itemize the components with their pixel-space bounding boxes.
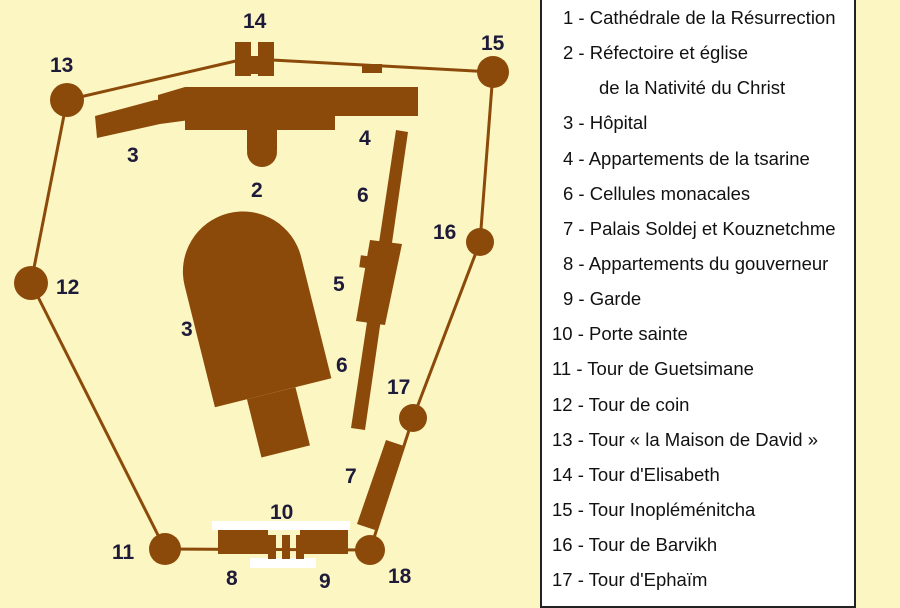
legend-item-15: 15 - Tour Inopléménitcha <box>552 498 756 520</box>
legend-box: 1 - Cathédrale de la Résurrection 2 - Ré… <box>540 0 856 608</box>
small-annex-north <box>362 64 382 73</box>
gate-10-complex <box>212 521 350 568</box>
label-6-bottom: 6 <box>336 354 348 377</box>
tower-12 <box>14 266 48 300</box>
wall-segment-15-16 <box>478 71 495 243</box>
label-18: 18 <box>388 565 412 588</box>
legend-item-12: 12 - Tour de coin <box>552 393 690 415</box>
wall-segment-14-15 <box>271 58 494 74</box>
legend-item-17: 17 - Tour d'Ephaïm <box>552 569 708 591</box>
towers <box>14 56 509 565</box>
label-11: 11 <box>112 541 135 564</box>
wall-segment-12-11 <box>29 282 167 550</box>
label-10: 10 <box>270 501 293 524</box>
tower-16 <box>466 228 494 256</box>
tower-14 <box>235 42 274 76</box>
wall-segment-13-12 <box>29 99 69 284</box>
building-3-main <box>182 211 332 458</box>
building-9-guard <box>300 530 348 554</box>
legend-item-3: 3 - Hôpital <box>563 112 648 134</box>
wall-segment-16-17 <box>411 241 482 419</box>
label-4: 4 <box>359 127 371 150</box>
wall-segment-17-18 <box>368 417 415 551</box>
tower-17 <box>399 404 427 432</box>
label-3-top: 3 <box>127 144 139 167</box>
legend-item-6: 6 - Cellules monacales <box>563 182 751 204</box>
label-2: 2 <box>251 179 263 202</box>
building-4-5-6-east-range <box>351 130 408 430</box>
tower-18 <box>355 535 385 565</box>
label-14: 14 <box>243 10 267 33</box>
label-3-mid: 3 <box>181 318 193 341</box>
legend-item-1: 1 - Cathédrale de la Résurrection <box>563 7 836 28</box>
label-9: 9 <box>319 570 331 593</box>
gate-pillar-1 <box>268 535 276 559</box>
legend-item-2: 2 - Réfectoire et église <box>563 42 749 64</box>
gate-highlight-top <box>212 521 350 530</box>
label-17: 17 <box>387 376 410 399</box>
building-8-governor <box>218 530 268 554</box>
legend-list: 1 - Cathédrale de la Résurrection 2 - Ré… <box>542 0 854 606</box>
legend-item-13: 13 - Tour « la Maison de David » <box>552 428 819 450</box>
label-16: 16 <box>433 221 456 244</box>
legend-item-10: 10 - Porte sainte <box>552 323 688 345</box>
label-12: 12 <box>56 276 79 299</box>
gate-highlight-bottom <box>250 558 316 568</box>
label-8: 8 <box>226 567 238 590</box>
wall-segment-13-14 <box>66 58 241 102</box>
tower-15 <box>477 56 509 88</box>
legend-item-4: 4 - Appartements de la tsarine <box>563 147 810 169</box>
legend-item-11: 11 - Tour de Guetsimane <box>552 358 754 380</box>
tower-13 <box>50 83 84 117</box>
plan-labels: 14 13 15 3 2 4 6 16 12 5 3 6 17 7 10 11 … <box>50 10 505 593</box>
label-6-top: 6 <box>357 184 369 207</box>
gate-pillar-3 <box>296 535 304 559</box>
legend-item-16: 16 - Tour de Barvikh <box>552 534 718 556</box>
building-2-refectory <box>158 87 418 167</box>
label-13: 13 <box>50 54 73 77</box>
label-5: 5 <box>333 273 345 296</box>
legend-item-7: 7 - Palais Soldej et Kouznetchme <box>563 217 836 239</box>
label-7: 7 <box>345 465 357 488</box>
building-7-palace <box>357 440 404 530</box>
label-15: 15 <box>481 32 505 55</box>
tower-11 <box>149 533 181 565</box>
legend-item-14: 14 - Tour d'Elisabeth <box>552 463 720 485</box>
legend-item-18: 18 - Tour de Resurr <box>542 597 854 606</box>
gate-pillar-2 <box>282 535 290 559</box>
monastery-plan: 14 13 15 3 2 4 6 16 12 5 3 6 17 7 10 11 … <box>14 10 509 593</box>
legend-item-8: 8 - Appartements du gouverneur <box>563 252 829 274</box>
enclosure-wall <box>29 58 495 552</box>
legend-item-2-continued: de la Nativité du Christ <box>599 77 786 99</box>
legend-item-9: 9 - Garde <box>563 288 642 310</box>
